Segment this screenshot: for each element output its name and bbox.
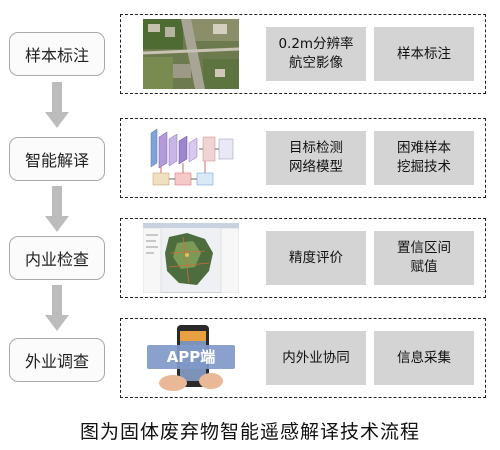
panel-intelligent-interpretation: 目标检测 网络模型 困难样本 挖掘技术: [120, 118, 486, 198]
figure-caption: 图为固体废弃物智能遥感解译技术流程: [79, 421, 420, 443]
chip-confidence-interval: 置信区间 赋值: [374, 231, 474, 285]
chip-hard-sample-mining: 困难样本 挖掘技术: [374, 131, 474, 185]
step-office-inspection: 内业检查: [9, 236, 105, 280]
down-arrow-icon: [45, 285, 69, 331]
gis-map-thumbnail: [143, 223, 239, 293]
down-arrow-icon: [45, 82, 69, 128]
step-label: 智能解译: [24, 151, 89, 170]
step-sample-labeling: 样本标注: [9, 32, 105, 76]
chip-aerial-imagery: 0.2m分辨率 航空影像: [266, 27, 366, 81]
step-intelligent-interpretation: 智能解译: [9, 137, 105, 181]
panel-office-inspection: 精度评价 置信区间 赋值: [120, 218, 486, 298]
chip-accuracy-evaluation: 精度评价: [266, 231, 366, 285]
step-label: 外业调查: [24, 352, 89, 371]
step-label: 样本标注: [24, 46, 89, 65]
step-field-survey: 外业调查: [9, 338, 105, 382]
mobile-app-thumbnail: [143, 323, 239, 393]
aerial-image-thumbnail: [143, 19, 239, 89]
panel-sample-labeling: 0.2m分辨率 航空影像 样本标注: [120, 14, 486, 94]
network-model-thumbnail: [143, 123, 239, 193]
chip-collaboration: 内外业协同: [266, 331, 366, 385]
chip-detection-model: 目标检测 网络模型: [266, 131, 366, 185]
step-label: 内业检查: [24, 250, 89, 269]
chip-information-collection: 信息采集: [374, 331, 474, 385]
chip-sample-labeling: 样本标注: [374, 27, 474, 81]
panel-field-survey: APP端 内外业协同 信息采集: [120, 318, 486, 398]
down-arrow-icon: [45, 186, 69, 232]
app-label: APP端: [166, 348, 216, 366]
